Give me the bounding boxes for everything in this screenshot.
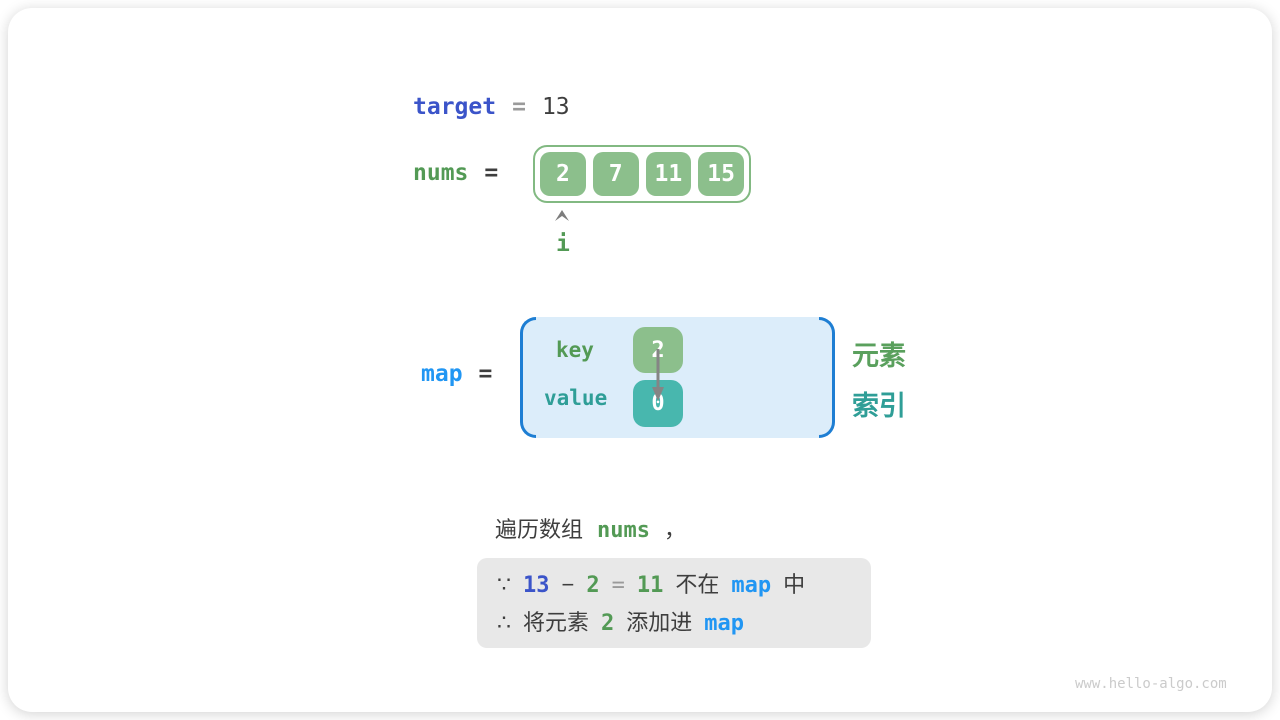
caption-comma: ，: [664, 517, 687, 542]
caption-nums-code: nums: [597, 518, 650, 543]
because-sign: ∵: [497, 572, 511, 597]
map-left-bracket: [520, 317, 536, 438]
element-side-label: 元素: [852, 341, 906, 371]
target-row: target = 13: [413, 94, 570, 120]
note-minus-sign: −: [561, 572, 575, 597]
note-add-middle-text: 添加进: [626, 610, 693, 635]
nums-variable-label: nums: [413, 160, 469, 186]
website-watermark: www.hello-algo.com: [1075, 676, 1227, 692]
nums-equals-sign: =: [484, 160, 499, 186]
target-variable-label: target: [413, 94, 497, 120]
target-equals-sign: =: [512, 94, 526, 120]
note-suffix-text: 中: [783, 572, 806, 597]
note-map-code-1: map: [731, 573, 772, 598]
note-line-1: ∵ 13 − 2 = 11 不在 map 中: [497, 566, 871, 604]
conclusion-note-box: ∵ 13 − 2 = 11 不在 map 中 ∴ 将元素 2 添加进 map: [477, 558, 871, 648]
nums-row: nums =: [413, 160, 498, 186]
caption-prefix-text: 遍历数组: [495, 517, 584, 542]
map-row: map =: [421, 361, 492, 387]
note-difference: 11: [636, 573, 664, 598]
index-side-label: 索引: [852, 391, 906, 421]
note-map-code-2: map: [704, 611, 745, 636]
target-value: 13: [541, 94, 570, 120]
therefore-sign: ∴: [497, 610, 511, 635]
traverse-caption: 遍历数组 nums ，: [495, 512, 686, 544]
note-not-in-text: 不在: [675, 572, 720, 597]
array-cell-3: 15: [698, 152, 744, 196]
map-variable-label: map: [421, 361, 463, 387]
note-added-value: 2: [601, 611, 615, 636]
array-cell-0: 2: [540, 152, 586, 196]
index-pointer-caret-icon: [555, 210, 569, 221]
map-right-bracket: [819, 317, 835, 438]
nums-array-box: 2 7 11 15: [533, 145, 751, 203]
note-minuend: 13: [523, 573, 550, 598]
note-line-2: ∴ 将元素 2 添加进 map: [497, 604, 871, 642]
map-value-label: value: [544, 386, 608, 410]
note-equals-sign: =: [611, 573, 625, 598]
map-container-box: key value 2 0: [520, 317, 835, 438]
index-pointer-label: i: [556, 231, 570, 257]
note-add-prefix-text: 将元素: [523, 610, 590, 635]
map-key-label: key: [556, 338, 594, 362]
key-to-value-arrow-icon: [652, 349, 664, 401]
array-cell-2: 11: [645, 152, 692, 196]
map-equals-sign: =: [478, 361, 493, 387]
note-subtrahend: 2: [586, 573, 600, 598]
array-cell-1: 7: [592, 152, 639, 196]
